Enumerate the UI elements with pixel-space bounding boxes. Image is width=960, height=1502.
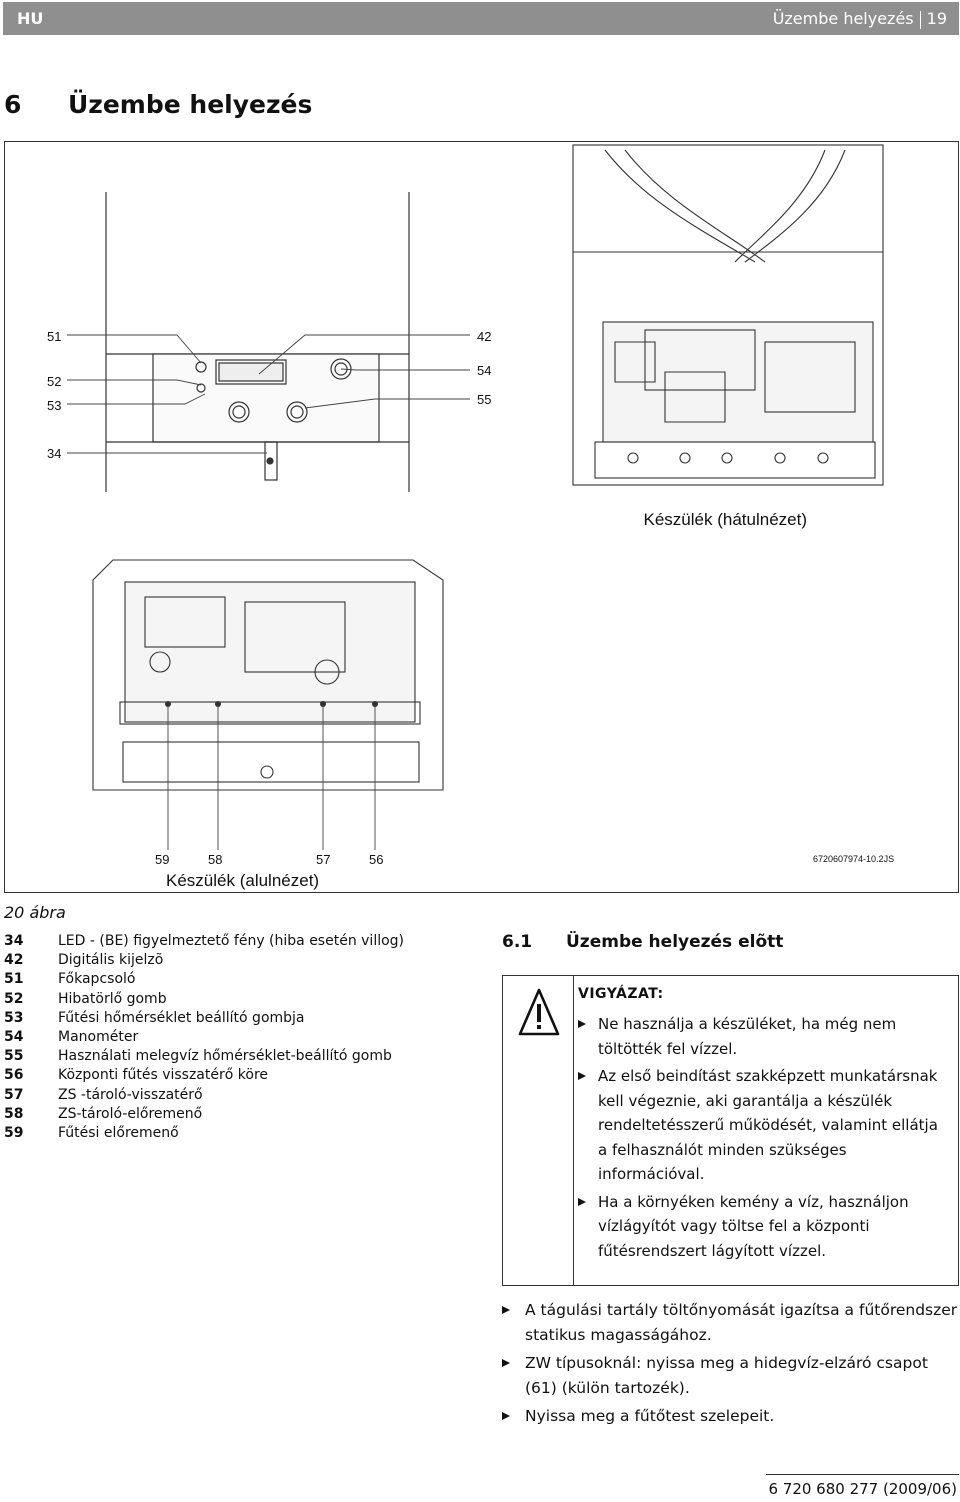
- bullet-arrow-icon: [578, 1020, 586, 1028]
- legend-row: 56 Központi fűtés visszatérő köre: [4, 1067, 474, 1086]
- legend-text: ZS -tároló-visszatérő: [58, 1086, 203, 1103]
- rear-view: [572, 144, 884, 486]
- connector-57: [320, 701, 326, 707]
- step-text: ZW típusoknál: nyissa meg a hidegvíz-elz…: [525, 1354, 928, 1397]
- label-57: 57: [316, 852, 330, 867]
- section-title: Üzembe helyezés elõtt: [566, 932, 784, 952]
- rear-caption: Készülék (hátulnézet): [644, 510, 807, 529]
- section-heading: 6.1 Üzembe helyezés elõtt: [502, 932, 783, 952]
- label-53: 53: [47, 398, 61, 413]
- legend-text: Digitális kijelzõ: [58, 952, 164, 969]
- legend-row: 58 ZS-tároló-előremenő: [4, 1106, 474, 1125]
- legend-row: 53 Fűtési hőmérséklet beállító gombja: [4, 1010, 474, 1029]
- step-item: ZW típusoknál: nyissa meg a hidegvíz-elz…: [502, 1351, 959, 1400]
- legend-row: 34 LED - (BE) figyelmeztető fény (hiba es…: [4, 933, 474, 952]
- front-leader-lines: [67, 334, 470, 454]
- label-55: 55: [477, 392, 491, 407]
- legend-text: Hibatörlő gomb: [58, 990, 167, 1007]
- bullet-arrow-icon: [502, 1359, 510, 1367]
- legend-text: Fűtési előremenő: [58, 1124, 179, 1141]
- legend-key: 54: [4, 1028, 24, 1045]
- bottom-leader-lines: [167, 704, 376, 850]
- warning-title: VIGYÁZAT:: [578, 986, 664, 1002]
- footer-rule: [766, 1474, 959, 1475]
- header-section: Üzembe helyezés: [772, 9, 914, 28]
- figure-caption: 20 ábra: [4, 903, 66, 922]
- legend-key: 51: [4, 971, 24, 988]
- step-text: Nyissa meg a fűtőtest szelepeit.: [525, 1407, 775, 1425]
- section-number: 6.1: [502, 932, 533, 952]
- legend-row: 51 Főkapcsoló: [4, 971, 474, 990]
- label-52: 52: [47, 374, 61, 389]
- legend-text: Központi fűtés visszatérő köre: [58, 1067, 268, 1084]
- legend-text: Manométer: [58, 1028, 139, 1045]
- bottom-caption: Készülék (alulnézet): [166, 871, 319, 890]
- chapter-number: 6: [4, 90, 22, 119]
- legend-key: 59: [4, 1124, 24, 1141]
- warning-divider: [573, 976, 574, 1285]
- legend-key: 52: [4, 990, 24, 1007]
- step-list: A tágulási tartály töltőnyomását igazíts…: [502, 1298, 959, 1433]
- warning-box: VIGYÁZAT: Ne használja a készüléket, ha …: [502, 975, 959, 1286]
- legend-key: 34: [4, 933, 24, 949]
- header-right: Üzembe helyezés 19: [773, 9, 947, 29]
- boiler-drawing: 51 52 53 34 42 54 55 Készülék (hátulnéze…: [47, 144, 894, 890]
- page-number: 19: [926, 9, 947, 28]
- document-number: 6 720 680 277 (2009/06): [768, 1480, 957, 1498]
- warning-item-text: Az első beindítást szakképzett munkatárs…: [598, 1067, 938, 1183]
- bullet-arrow-icon: [578, 1072, 586, 1080]
- language-code: HU: [17, 9, 44, 28]
- page-header: HU Üzembe helyezés 19: [3, 2, 959, 35]
- legend-row: 59 Fűtési előremenő: [4, 1125, 474, 1144]
- warning-item-text: Ha a környéken kemény a víz, használjon …: [598, 1192, 909, 1260]
- header-separator: [919, 10, 921, 29]
- warning-item: Az első beindítást szakképzett munkatárs…: [578, 1064, 943, 1187]
- figure-code: 6720607974-10.2JS: [813, 854, 894, 864]
- label-58: 58: [208, 852, 222, 867]
- legend-key: 57: [4, 1086, 24, 1103]
- legend-row: 42 Digitális kijelzõ: [4, 952, 474, 971]
- legend-text: Fűtési hőmérséklet beállító gombja: [58, 1009, 305, 1026]
- legend-key: 55: [4, 1048, 24, 1065]
- legend-key: 56: [4, 1067, 24, 1084]
- legend-text: Főkapcsoló: [58, 971, 136, 988]
- legend-row: 52 Hibatörlő gomb: [4, 991, 474, 1010]
- label-54: 54: [477, 363, 491, 378]
- step-text: A tágulási tartály töltőnyomását igazíts…: [525, 1301, 958, 1344]
- legend-text: ZS-tároló-előremenő: [58, 1105, 203, 1122]
- legend-row: 57 ZS -tároló-visszatérő: [4, 1087, 474, 1106]
- warning-triangle-icon: [518, 988, 560, 1036]
- warning-item-text: Ne használja a készüléket, ha még nem tö…: [598, 1015, 897, 1058]
- bullet-arrow-icon: [502, 1412, 510, 1420]
- label-59: 59: [155, 852, 169, 867]
- legend-key: 42: [4, 952, 24, 969]
- connector-59: [165, 701, 171, 707]
- boiler-figure: 51 52 53 34 42 54 55 Készülék (hátulnéze…: [4, 141, 959, 893]
- warning-item: Ha a környéken kemény a víz, használjon …: [578, 1190, 943, 1264]
- connector-58: [215, 701, 221, 707]
- legend-key: 53: [4, 1009, 24, 1026]
- warning-list: Ne használja a készüléket, ha még nem tö…: [578, 1012, 943, 1266]
- legend-text: LED - (BE) figyelmeztető fény (hiba eset…: [58, 933, 405, 949]
- step-item: Nyissa meg a fűtőtest szelepeit.: [502, 1404, 959, 1429]
- label-34: 34: [47, 446, 61, 461]
- legend-row: 55 Használati melegvíz hőmérséklet-beállí…: [4, 1048, 474, 1067]
- label-42: 42: [477, 329, 491, 344]
- label-51: 51: [47, 329, 61, 344]
- front-view: [105, 192, 410, 492]
- step-item: A tágulási tartály töltőnyomását igazíts…: [502, 1298, 959, 1347]
- bullet-arrow-icon: [502, 1306, 510, 1314]
- chapter-heading: 6 Üzembe helyezés: [4, 90, 312, 119]
- legend-row: 54 Manométer: [4, 1029, 474, 1048]
- warning-item: Ne használja a készüléket, ha még nem tö…: [578, 1012, 943, 1061]
- chapter-title: Üzembe helyezés: [68, 90, 313, 119]
- bullet-arrow-icon: [578, 1197, 586, 1206]
- bottom-view: [92, 559, 444, 791]
- connector-56: [372, 701, 378, 707]
- label-56: 56: [369, 852, 383, 867]
- legend-text: Használati melegvíz hőmérséklet-beállító…: [58, 1048, 392, 1065]
- figure-legend: 34 LED - (BE) figyelmeztető fény (hiba es…: [4, 933, 474, 1144]
- legend-key: 58: [4, 1105, 24, 1122]
